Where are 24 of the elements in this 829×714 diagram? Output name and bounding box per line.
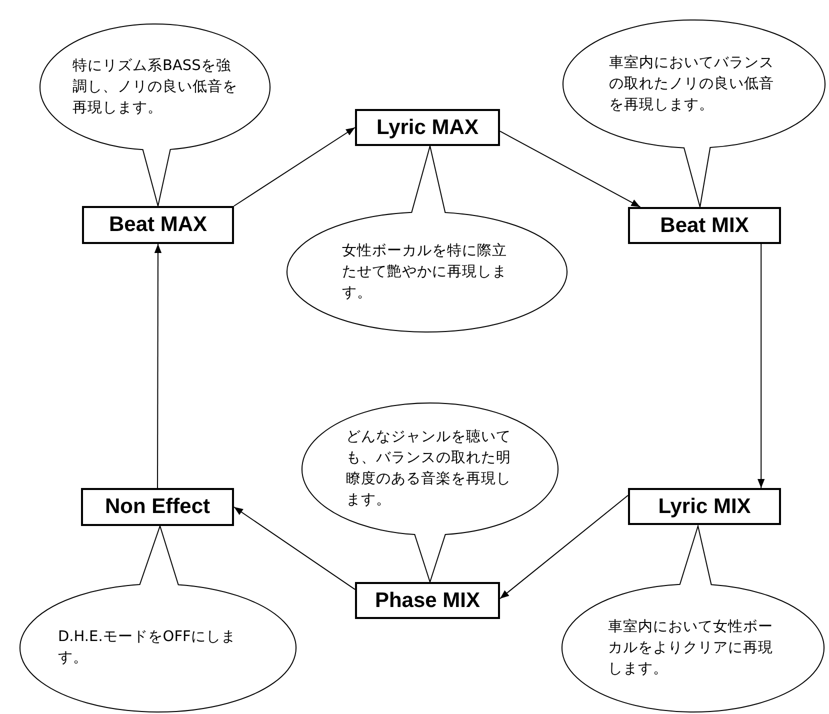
arrow (234, 506, 356, 590)
speech-bubble (562, 526, 824, 712)
bubble-text: 車室内において女性ボーカルをよりクリアに再現します。 (608, 618, 774, 678)
bubble-text: D.H.E.モードをOFFにします。 (58, 628, 237, 668)
mode-box: Lyric MAX (355, 109, 500, 146)
arrow (234, 127, 356, 206)
mode-box: Beat MIX (628, 207, 781, 244)
mode-box: Beat MAX (82, 206, 234, 244)
bubble-text: 車室内においてバランスの取れたノリの良い低音を再現します。 (609, 54, 775, 114)
bubble-text: どんなジャンルを聴いても、バランスの取れた明瞭度のある音楽を再現します。 (346, 428, 512, 510)
mode-box: Lyric MIX (628, 488, 781, 525)
mode-box: Phase MIX (355, 582, 500, 619)
arrow (758, 244, 765, 488)
speech-bubble (40, 24, 270, 206)
mode-box: Non Effect (81, 488, 234, 526)
speech-bubble (563, 20, 825, 207)
speech-bubble (302, 403, 558, 582)
arrow (500, 494, 628, 600)
bubble-text: 女性ボーカルを特に際立たせて艶やかに再現します。 (342, 242, 508, 302)
speech-bubble (287, 146, 567, 332)
speech-bubble (20, 526, 296, 712)
bubble-text: 特にリズム系BASSを強調し、ノリの良い低音を再現します。 (72, 56, 238, 118)
arrow (500, 130, 641, 208)
arrow (154, 244, 162, 488)
